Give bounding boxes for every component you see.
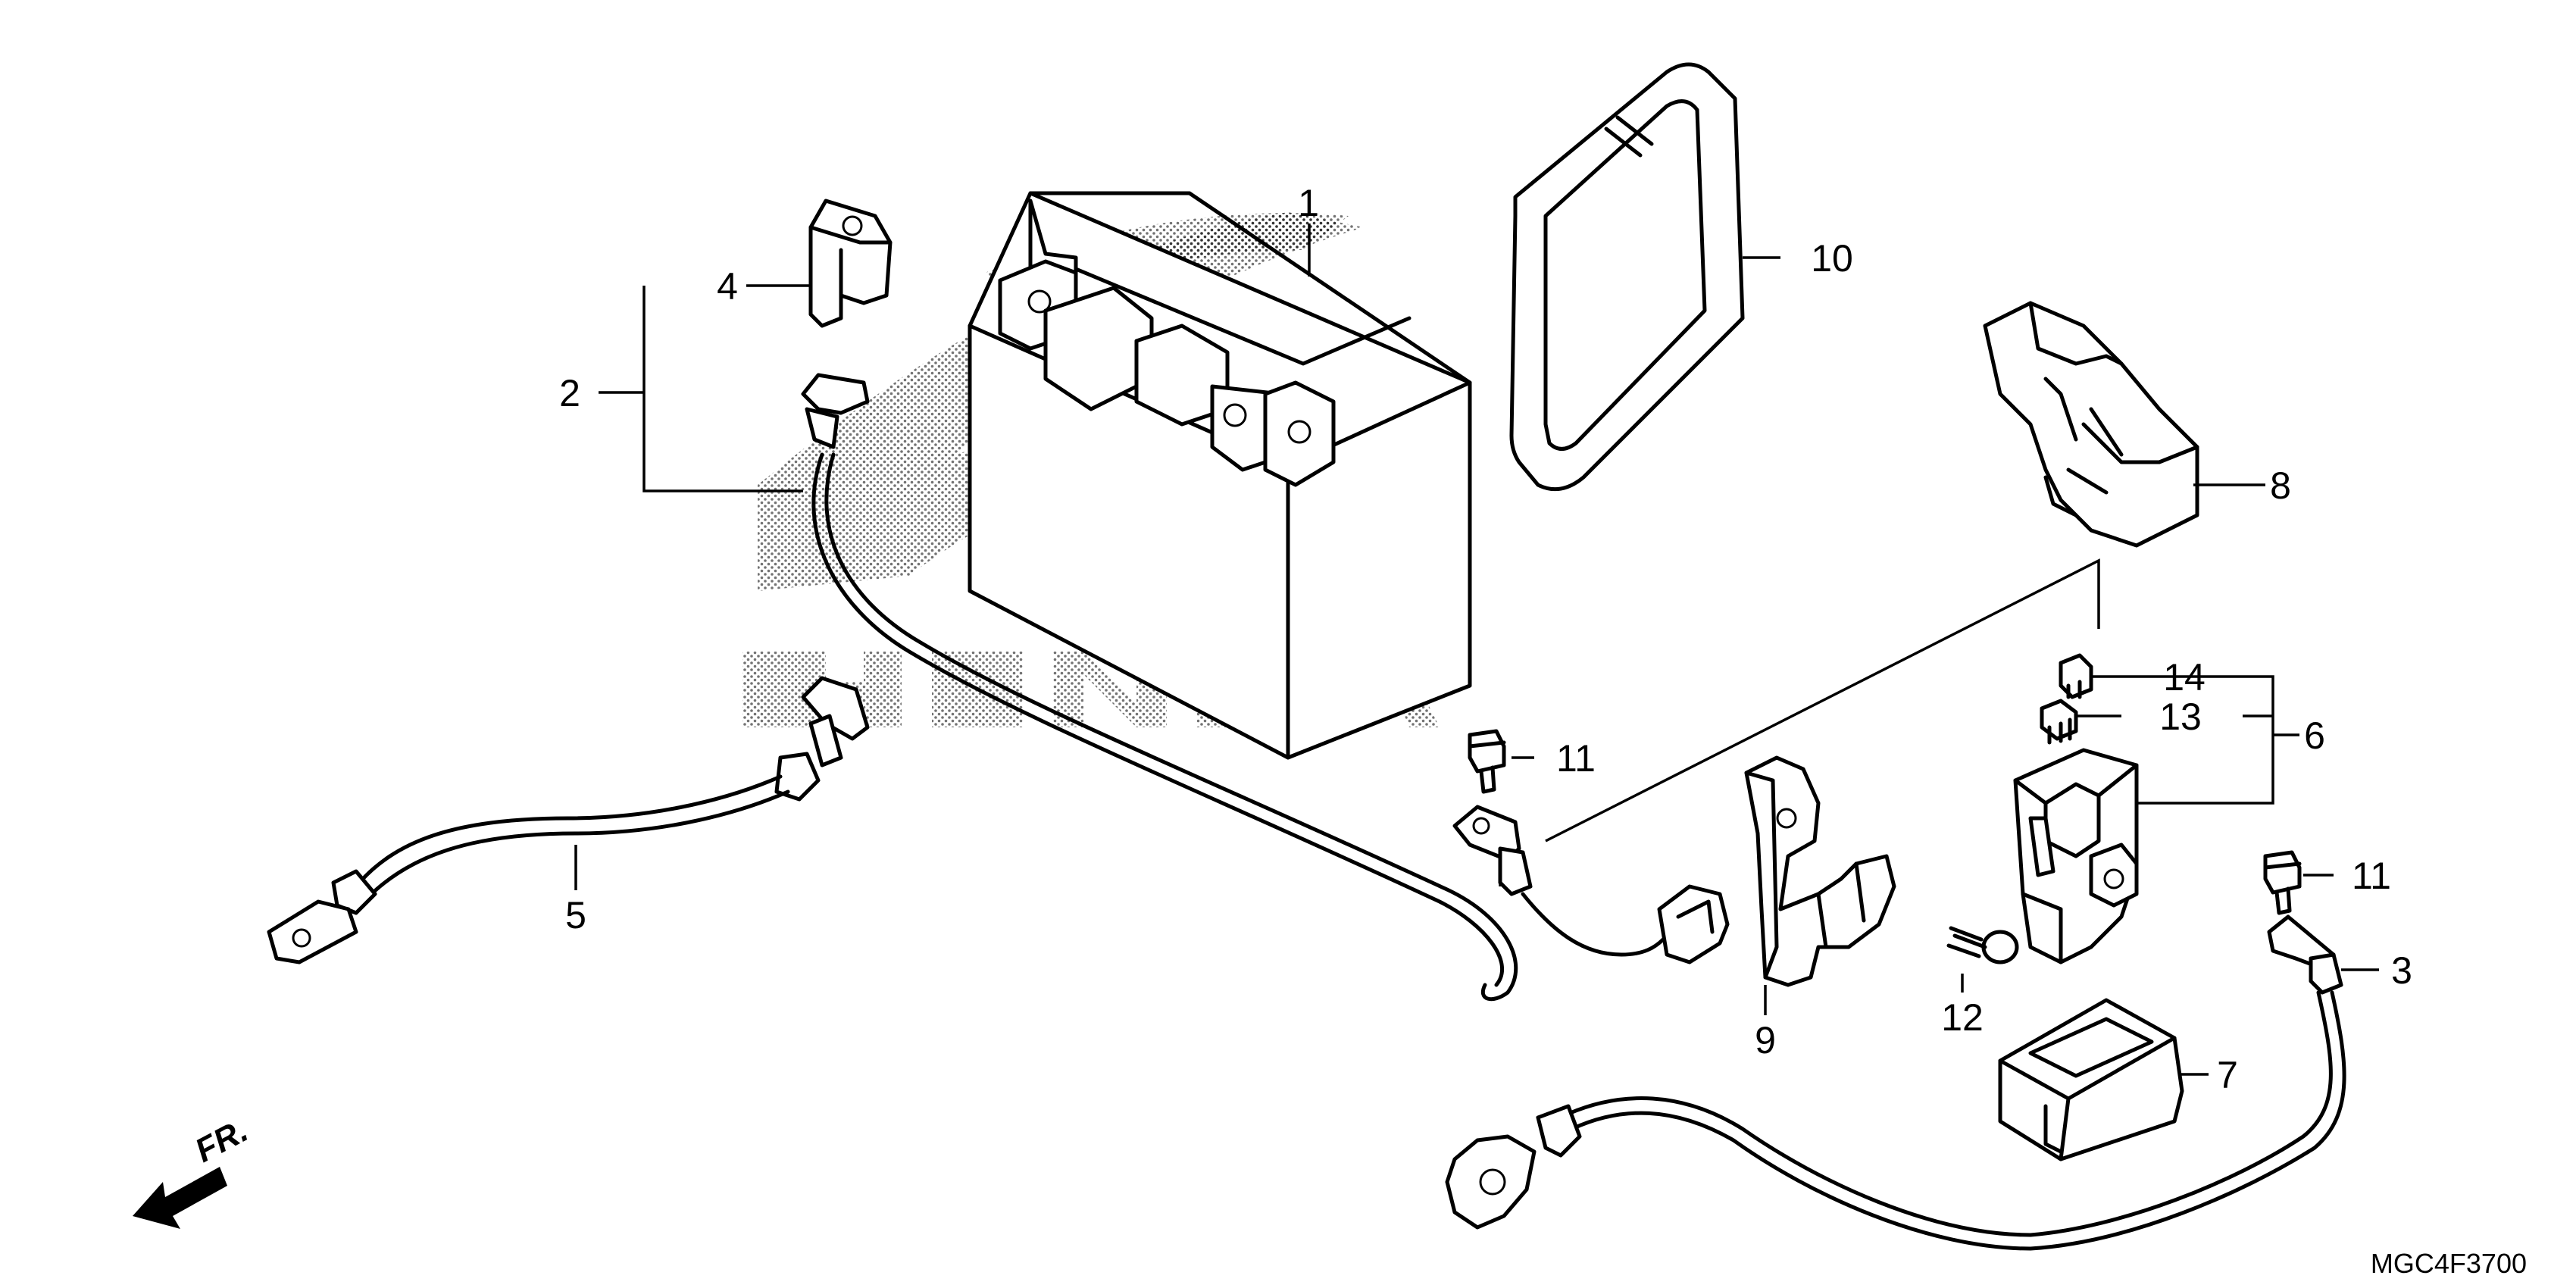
starter-cable (1445, 914, 2346, 1251)
battery-band (1509, 62, 1745, 492)
diagram-code: MGC4F3700 (2371, 1248, 2527, 1279)
bolt-lower (2263, 850, 2302, 915)
callout-4: 4 (717, 265, 738, 308)
terminal-cover (808, 199, 893, 328)
direction-label: FR. (189, 1111, 255, 1170)
callout-1: 1 (1298, 182, 1319, 224)
relay-bracket (1744, 755, 1896, 987)
cable-connector (1521, 884, 1730, 964)
callout-8: 8 (2270, 464, 2291, 507)
callout-7: 7 (2217, 1054, 2238, 1096)
callout-9: 9 (1755, 1019, 1776, 1061)
ground-cable (267, 676, 870, 964)
fuse-spare (2040, 699, 2078, 745)
battery (968, 191, 1472, 760)
callout-2: 2 (559, 372, 580, 414)
starter-relay (2013, 748, 2139, 964)
callout-13: 13 (2159, 696, 2202, 738)
callout-3: 3 (2391, 949, 2412, 992)
callout-6: 6 (2304, 714, 2325, 757)
arrow-front-icon: FR. (133, 1111, 254, 1229)
positive-cable (801, 373, 1533, 1002)
callout-14: 14 (2163, 656, 2206, 699)
leader-lines (574, 224, 2379, 1076)
callout-5: 5 (565, 894, 586, 936)
bolt-upper (1468, 729, 1506, 794)
callout-11-upper: 11 (1556, 737, 1596, 780)
callout-10: 10 (1811, 237, 1853, 280)
fuse-30a (2059, 653, 2093, 699)
tapping-screw (1946, 926, 2019, 964)
relay-cover (1983, 301, 2199, 548)
callout-11-lower: 11 (2352, 855, 2391, 897)
relay-case (1998, 998, 2184, 1161)
callout-12: 12 (1941, 996, 1984, 1039)
